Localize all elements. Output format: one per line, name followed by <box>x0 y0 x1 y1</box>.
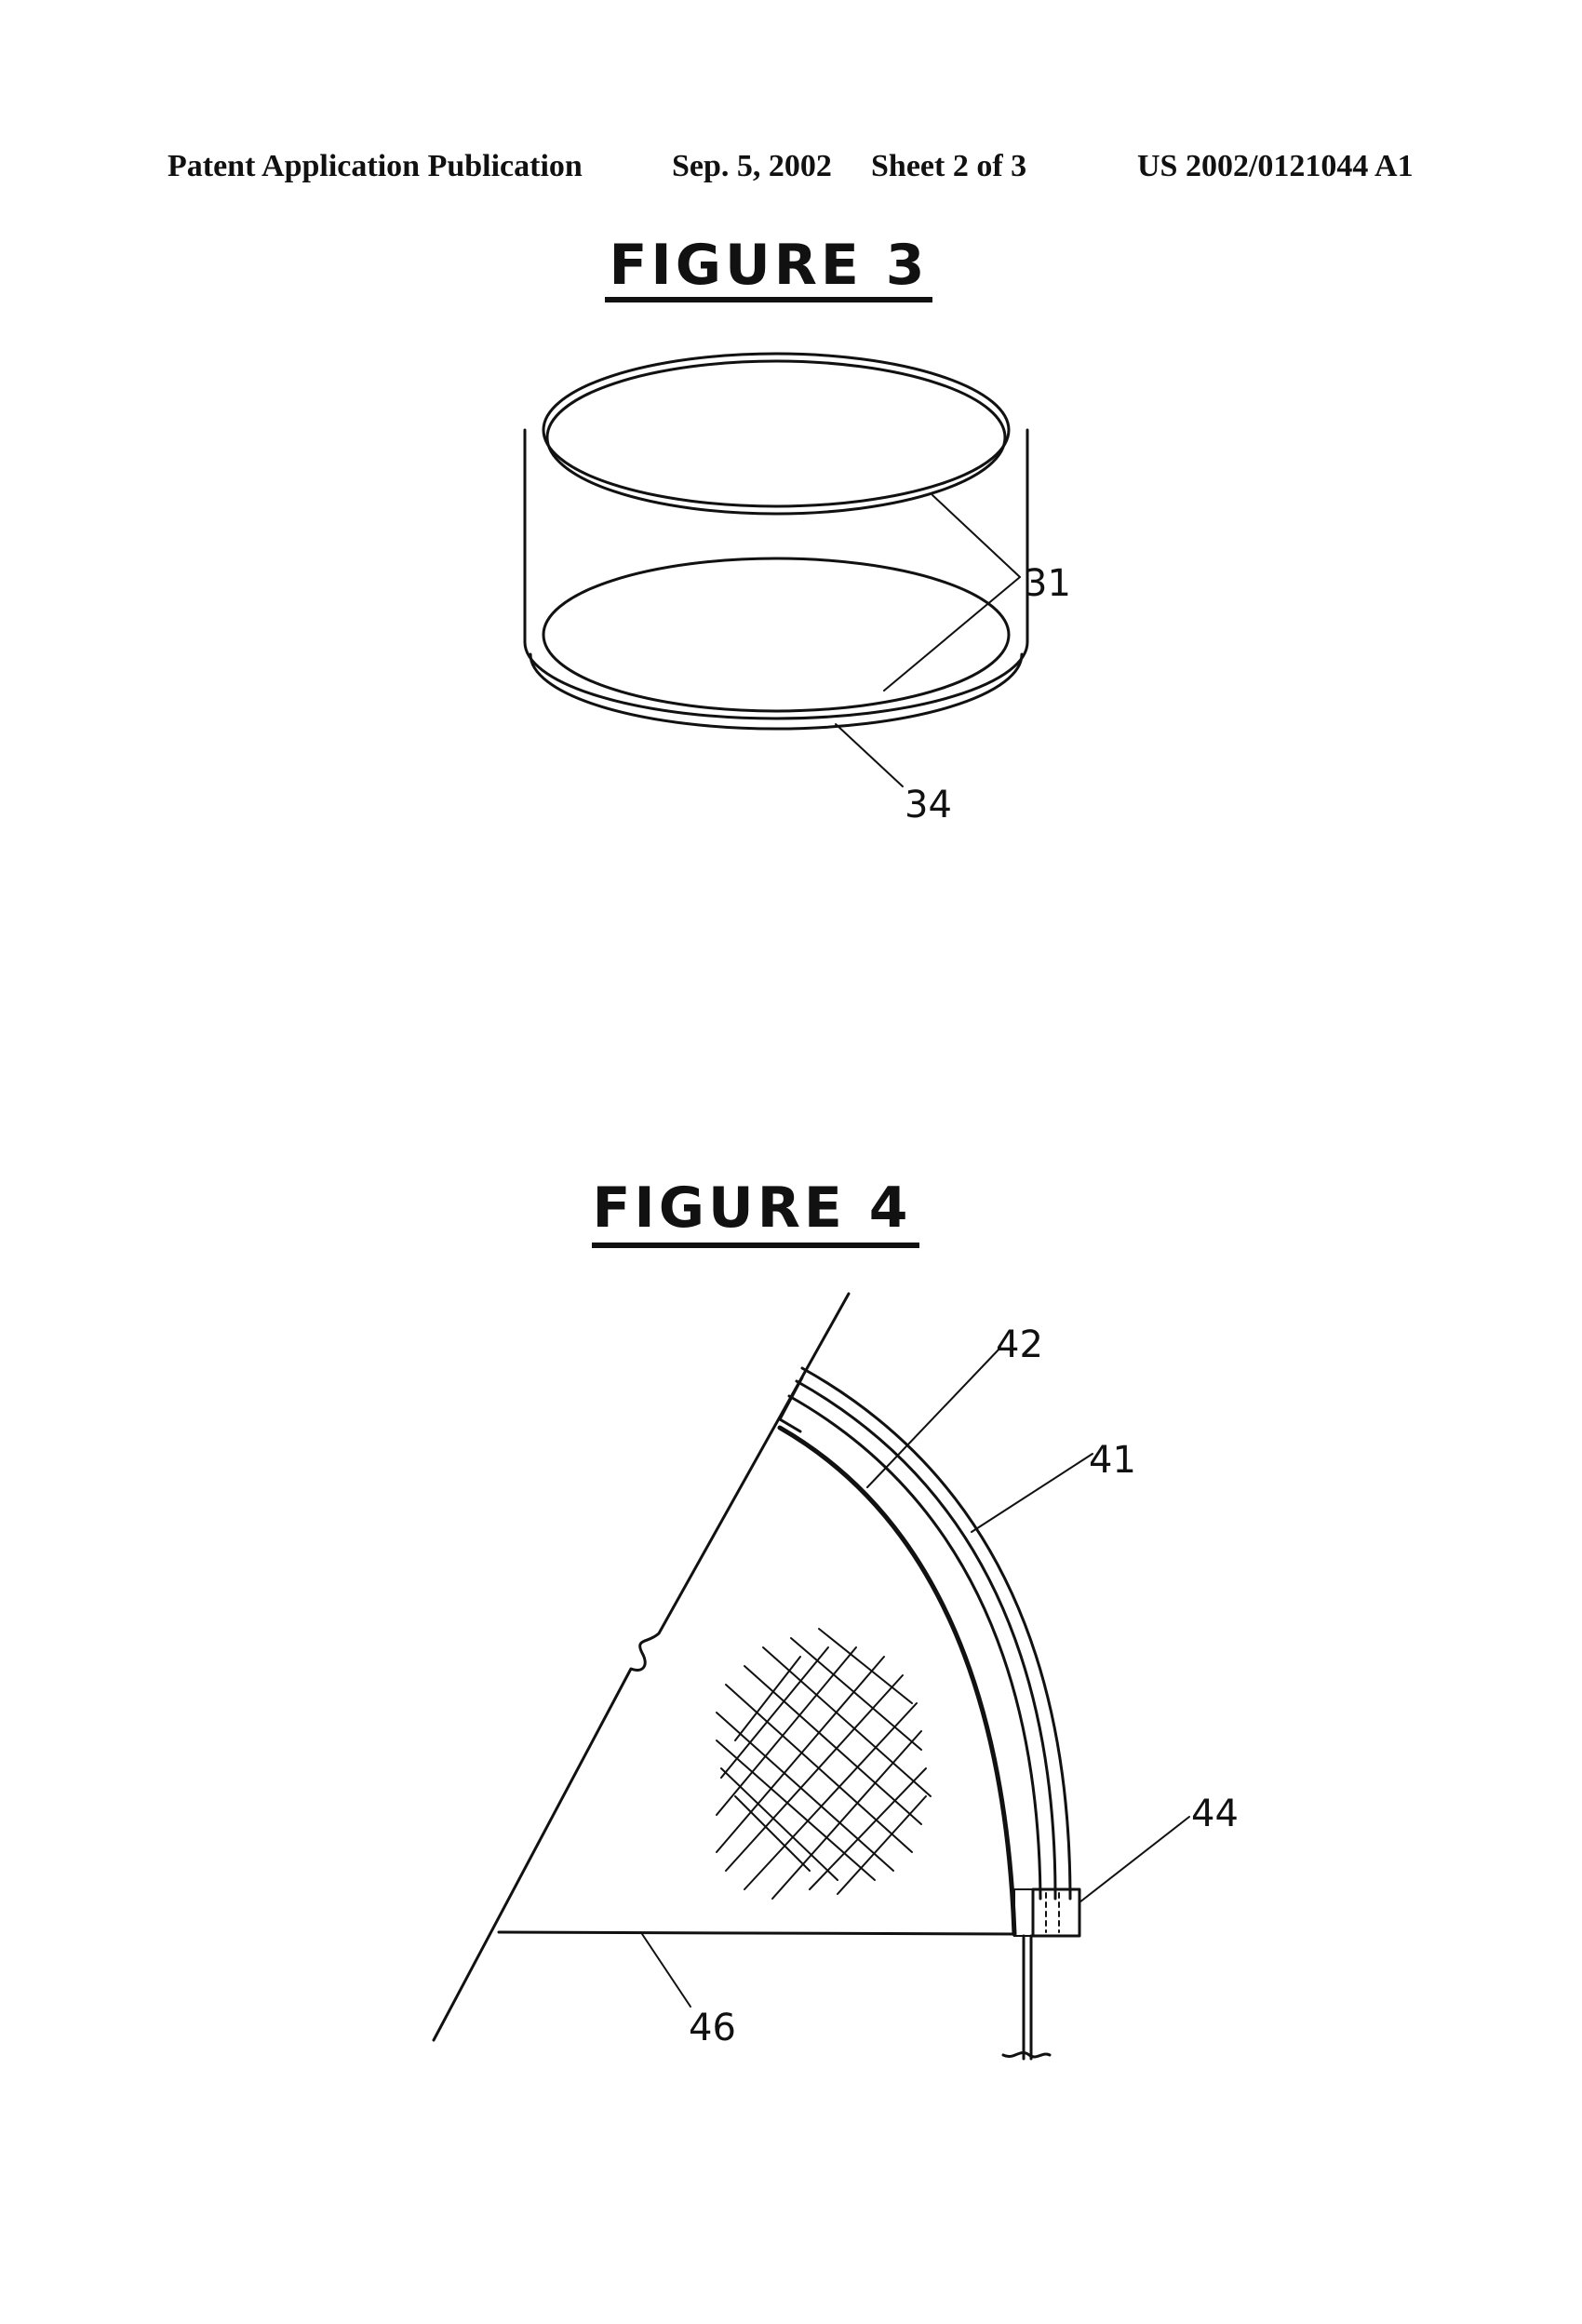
leader-34 <box>835 723 904 787</box>
stake <box>1001 1934 1052 2061</box>
base-edge <box>497 1930 1016 1936</box>
figure-3-title: FIGURE 3 <box>609 233 928 298</box>
label-41: 41 <box>1089 1439 1136 1482</box>
leader-31-bottom <box>883 576 1021 692</box>
top-ring-inner <box>545 359 1007 516</box>
leader-42 <box>866 1347 1001 1488</box>
leader-44 <box>1079 1816 1190 1903</box>
mesh-hatching <box>716 1628 932 1900</box>
leader-41 <box>971 1453 1093 1533</box>
patent-number: US 2002/0121044 A1 <box>1137 149 1414 183</box>
sheet-number: Sheet 2 of 3 <box>871 149 1027 183</box>
publication-date: Sep. 5, 2002 <box>672 149 832 183</box>
inner-band-outer-edge <box>787 1394 1042 1901</box>
leader-31-top <box>932 494 1021 578</box>
inner-band-edge <box>777 1425 1017 1937</box>
top-ring-outer <box>542 352 1011 508</box>
label-46: 46 <box>689 2007 736 2049</box>
label-31: 31 <box>1024 562 1071 605</box>
outer-band-outer-edge <box>800 1366 1072 1901</box>
figure-4: FIGURE 4 42 <box>432 1175 1239 2061</box>
label-34: 34 <box>905 784 952 826</box>
figure-3: FIGURE 3 31 34 <box>523 233 1071 826</box>
diagonal-edge <box>432 1292 851 2042</box>
page-header: Patent Application Publication Sep. 5, 2… <box>0 149 1582 195</box>
band-top-cap-inner <box>778 1417 802 1433</box>
clip <box>1013 1887 1081 1938</box>
bottom-ring-upper <box>542 557 1011 713</box>
publication-label: Patent Application Publication <box>168 149 583 183</box>
clip-tab <box>1013 1888 1034 1937</box>
bottom-ring-lower <box>523 640 1029 720</box>
bottom-edge-strip <box>529 652 1024 731</box>
leader-46 <box>641 1933 691 2008</box>
label-44: 44 <box>1191 1793 1239 1835</box>
label-42: 42 <box>996 1323 1043 1366</box>
cylinder <box>523 352 1029 731</box>
outer-band-inner-edge <box>795 1379 1057 1901</box>
figure-4-title: FIGURE 4 <box>592 1175 911 1241</box>
